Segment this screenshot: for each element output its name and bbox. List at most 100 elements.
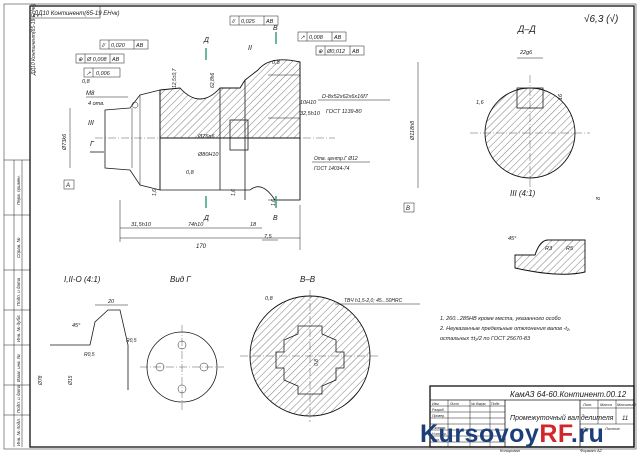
note-2: 2. Неуказанные предельные отклонения вал…	[439, 326, 570, 332]
thread-m8: М8	[86, 91, 95, 97]
tol-2-sym: ↗	[86, 71, 91, 77]
dim-len-75: 7,5	[264, 234, 273, 240]
section-vv-title: В–В	[300, 275, 316, 284]
watermark-main: Kursovoy	[420, 420, 540, 448]
col-sign: Подп.	[491, 402, 500, 406]
cut-d-bottom: Д	[203, 215, 209, 222]
side-label-6: Инв. № подл.	[16, 418, 21, 446]
watermark-accent: RF	[539, 420, 571, 448]
detail-i-ii: I,II-О (4:1) 20 45° R0,5 R0,5 Ø78 Ø15	[38, 275, 137, 390]
iii-r1: R3	[545, 246, 553, 252]
mark-g: Г	[90, 141, 95, 148]
col-izm: Изм.	[432, 402, 439, 406]
ra-16a: 1,6	[152, 189, 158, 196]
side-label-3: Инв. № дубл.	[16, 314, 21, 342]
detail-iii-title: III (4:1)	[510, 189, 536, 198]
cut-v-bottom: В	[273, 215, 278, 222]
holes-count: 4 отв.	[88, 101, 105, 107]
cut-d-top: Д	[203, 37, 209, 44]
col-doc: № докум.	[471, 402, 486, 406]
center-holes-gost: ГОСТ 14034-74	[314, 166, 350, 172]
dim-len-18: 18	[250, 222, 257, 228]
side-label-1: Справ. №	[16, 237, 21, 258]
iii-len: 8	[596, 196, 602, 200]
detail-iii: III (4:1) 45° R3 R5 8	[508, 189, 602, 275]
datum-b: В	[406, 206, 410, 212]
top-note-rotated: ДД10 Континент(65-19 ЕНчк)	[31, 3, 37, 76]
spline-gost: ГОСТ 1139-80	[326, 109, 362, 115]
vv-heat-treatment: ТВЧ h1,5-2,0; 45...50HRC	[344, 298, 403, 304]
tol-4-base: АВ	[333, 35, 342, 41]
dim-dia-76: Ø76n6	[197, 134, 215, 140]
dim-dia-main: Ø73k6	[62, 133, 68, 151]
dim-dia-118: Ø118h8	[410, 120, 416, 141]
main-shaft-view: 170 31,5h10 74h10 18 7,5 Ø118h8 Ø73k6 Ø7…	[62, 15, 419, 250]
role-4: Утв.	[432, 438, 440, 442]
part-name: Промежуточный вал делителя	[510, 414, 614, 422]
spline-designation: D-8х52х62х6х16f7	[322, 94, 369, 100]
section-vv: В–В 0,8 ТВЧ h1,5-2,0; 45...50HRC 0,8	[240, 275, 420, 422]
side-label-2: Подп. и дата	[16, 277, 21, 306]
side-label-4: Взам. инв. №	[16, 354, 21, 382]
tol-1-sym: ⊕	[78, 57, 83, 63]
designation: КамАЗ 64-60.Континент.00.12	[510, 390, 627, 399]
detail-i-dia1: Ø78	[38, 375, 44, 386]
datum-a: А	[65, 183, 70, 189]
watermark-logo: KursovoyRF.ru	[420, 420, 640, 453]
role-0: Разраб.	[432, 408, 445, 412]
role-2: Т.контр.	[432, 426, 446, 430]
outer-frame	[3, 3, 637, 450]
dd-key-width: 22g6	[519, 50, 533, 56]
mark-ii: II	[248, 45, 252, 52]
inner-frame	[29, 5, 635, 448]
top-note: ДД10 Континент(65-19 ЕНчк)	[33, 11, 120, 17]
role-1: Провер.	[432, 414, 445, 418]
detail-i-angle: 45°	[72, 323, 81, 329]
tol-5-sym: ⊕	[318, 49, 323, 55]
detail-i-len: 20	[107, 299, 115, 305]
dim-len-31: 31,5h10	[131, 222, 152, 228]
tol-1-base: АВ	[111, 57, 120, 63]
iii-angle: 45°	[508, 236, 517, 242]
detail-i-r2: R0,5	[126, 338, 137, 344]
col-list: Лист	[449, 402, 459, 406]
mass-header: Масса	[600, 402, 613, 407]
side-label-5: Подп. и дата	[16, 384, 21, 413]
mark-iii: III	[88, 120, 94, 127]
iii-r2: R5	[566, 246, 574, 252]
tol-3-value: 0,025	[241, 19, 256, 25]
dim-dia-80: Ø80H10	[197, 152, 219, 158]
view-g-title: Вид Г	[170, 275, 191, 284]
sheet-number: 11	[622, 416, 628, 422]
section-dd-title: Д–Д	[517, 24, 536, 34]
note-1: 1. 260...285HB кроме места, указанного о…	[440, 316, 561, 322]
detail-i-ii-title: I,II-О (4:1)	[64, 275, 101, 284]
tol-5-value: Ø0,012	[326, 49, 345, 55]
tol-4-value: 0,008	[309, 35, 324, 41]
technical-notes: 1. 260...285HB кроме места, указанного о…	[439, 316, 570, 342]
view-g: Вид Г	[140, 275, 224, 410]
ra-16b: 1,6	[231, 189, 237, 196]
dd-ra: 1,6	[476, 100, 485, 106]
lit-header: Лит.	[582, 402, 592, 407]
tol-0-value: 0,020	[111, 43, 126, 49]
tol-1-value: Ø 0,008	[86, 57, 108, 63]
tol-3-sym: //	[231, 19, 236, 25]
role-3: Н.контр.	[432, 432, 447, 436]
tol-3-base: АВ	[265, 19, 274, 25]
detail-i-dia2: Ø15	[68, 375, 74, 386]
side-label-0: Перв. примен.	[16, 175, 21, 205]
copied-label: Копировал	[500, 448, 521, 453]
roughness-08b: 0,8	[186, 170, 195, 176]
tol-5-base: АВ	[351, 49, 360, 55]
detail-i-r1: R0,5	[84, 352, 95, 358]
dim-chamf-628: 62,8h6	[210, 72, 216, 88]
roughness-08a: 0,8	[82, 79, 91, 85]
cut-v-top: В	[273, 25, 278, 32]
dim-len-74: 74h10	[188, 222, 204, 228]
vv-roughness: 0,8	[265, 296, 274, 302]
title-block: КамАЗ 64-60.Континент.00.12 Промежуточны…	[429, 385, 636, 453]
dim-total-length: 170	[196, 244, 207, 250]
